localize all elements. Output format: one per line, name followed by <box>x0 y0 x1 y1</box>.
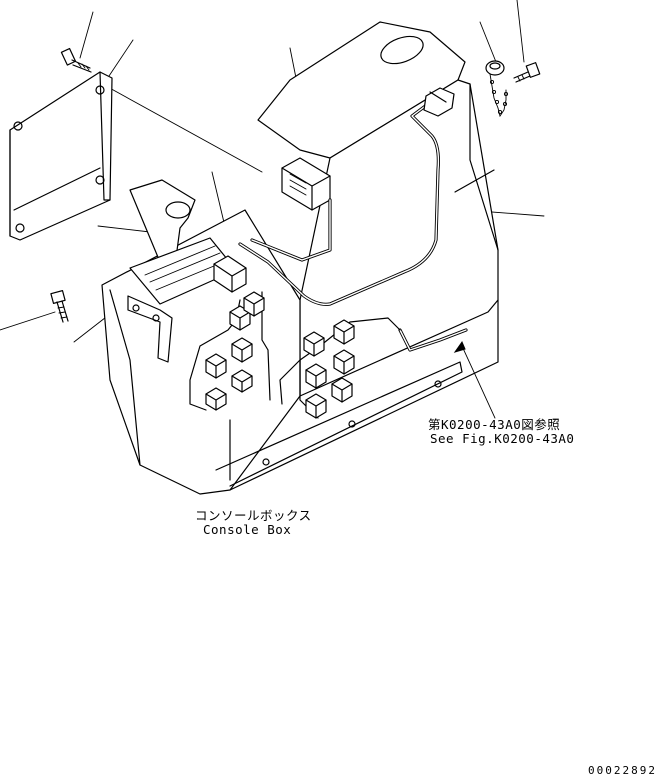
part-label-english: Console Box <box>203 522 292 537</box>
bolt-top-left <box>60 47 92 73</box>
relay <box>305 393 327 419</box>
bracket-plate <box>9 71 113 241</box>
reference-note-japanese: 第K0200-43A0図参照 <box>428 417 561 432</box>
wiring-harness <box>189 102 468 419</box>
document-number: 00022892 <box>588 764 657 777</box>
plug-connector <box>423 87 455 117</box>
relay <box>231 369 253 393</box>
switch-connector-lower <box>213 255 247 293</box>
relay <box>303 331 325 357</box>
relay <box>205 387 227 411</box>
relays <box>205 291 355 419</box>
relay <box>229 305 251 331</box>
reference-note-english: See Fig.K0200-43A0 <box>430 431 575 446</box>
switch-connector-upper <box>281 157 331 211</box>
cap-with-chain <box>485 60 509 118</box>
lever-bracket <box>127 295 173 363</box>
shift-lever <box>129 179 237 305</box>
relay <box>331 377 353 403</box>
relay <box>231 337 253 363</box>
bolt-left <box>50 290 69 323</box>
relay <box>305 363 327 389</box>
relay <box>333 349 355 375</box>
relay <box>243 291 265 317</box>
bolt-top-right <box>513 62 541 83</box>
relay <box>333 319 355 345</box>
part-label-japanese: コンソールボックス <box>195 508 312 523</box>
relay <box>205 353 227 379</box>
